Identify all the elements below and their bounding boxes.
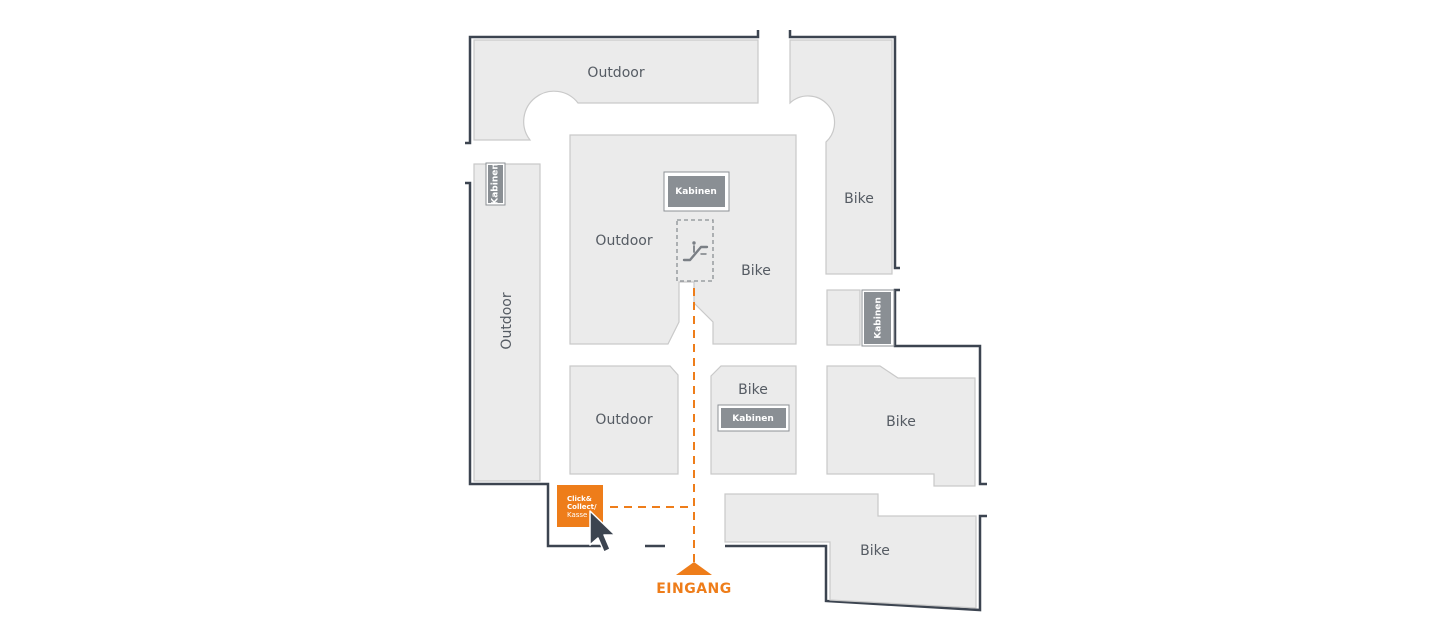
zone-outdoor-top (473, 39, 759, 141)
escalator-icon (682, 241, 709, 262)
triangle-up-icon (676, 562, 712, 575)
cabin-right: Kabinen (861, 289, 895, 347)
wall-top-left (465, 30, 760, 145)
click-collect-line1: Click& (567, 495, 592, 503)
wall-top-right (788, 30, 900, 270)
cabin-lower-center-label: Kabinen (732, 414, 774, 424)
label-outdoor-center: Outdoor (595, 233, 652, 249)
cursor-arrow-icon (589, 510, 616, 553)
zone-bike-right-mid (826, 365, 976, 487)
click-collect-line3: Kasse (567, 511, 587, 519)
label-bike-center: Bike (741, 263, 771, 279)
click-collect-line2: Collect/ (567, 503, 597, 511)
zone-small-right (826, 289, 861, 346)
cabin-left-wall: Kabinen (485, 162, 506, 206)
label-bike-right-mid: Bike (886, 414, 916, 430)
wall-right-upper (893, 288, 987, 486)
wall-left (465, 181, 604, 548)
cabin-center-top: Kabinen (663, 171, 730, 212)
zone-bike-bottom (724, 493, 977, 609)
cabin-center-top-label: Kabinen (675, 187, 717, 197)
wall-bottom-right (725, 514, 987, 612)
label-outdoor-bottom: Outdoor (595, 412, 652, 428)
label-outdoor-top: Outdoor (587, 65, 644, 81)
cabin-left-wall-label: Kabinen (491, 163, 501, 205)
label-bike-lower-center: Bike (738, 382, 768, 398)
cabin-right-label: Kabinen (874, 297, 884, 339)
entrance-label: EINGANG (656, 581, 732, 597)
cabin-lower-center: Kabinen (717, 404, 790, 432)
label-bike-right-top: Bike (844, 191, 874, 207)
zone-outdoor-bottom (569, 365, 679, 475)
zone-outdoor-left (473, 163, 541, 482)
escalator (676, 219, 714, 282)
route-path (610, 288, 695, 562)
label-outdoor-left: Outdoor (499, 292, 515, 349)
zone-bike-right-top (789, 39, 893, 275)
label-bike-bottom: Bike (860, 543, 890, 559)
